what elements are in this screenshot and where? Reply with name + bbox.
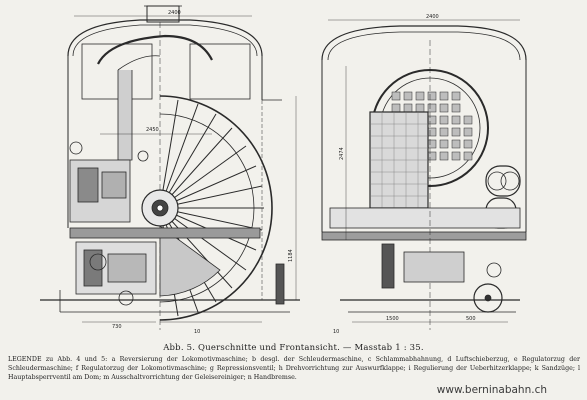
dim-left-1184: 1184 xyxy=(288,249,294,262)
figure-legend: LEGENDE zu Abb. 4 und 5: a Reversierung … xyxy=(8,356,580,382)
figure-caption: Abb. 5. Querschnitte und Frontansicht. —… xyxy=(163,343,424,353)
dim-left-2450: 2450 xyxy=(146,127,159,133)
dim-right-1500: 1500 xyxy=(386,316,399,322)
front-view: 2400 2474 10 1500 500 xyxy=(321,14,527,335)
dim-right-2474: 2474 xyxy=(339,147,345,160)
watermark: www.berninabahn.ch xyxy=(436,384,547,396)
cross-section-view: 2400 2450 1184 730 10 xyxy=(40,5,300,335)
dim-right-10: 10 xyxy=(333,329,339,335)
dim-left-730: 730 xyxy=(112,324,122,330)
dim-left-2400: 2400 xyxy=(168,10,181,16)
dim-right-500: 500 xyxy=(466,316,476,322)
technical-drawing: 2400 2450 1184 730 10 xyxy=(40,5,527,335)
dim-right-2400: 2400 xyxy=(426,14,439,20)
dim-left-10: 10 xyxy=(194,329,200,335)
blower-wheel xyxy=(141,95,273,321)
